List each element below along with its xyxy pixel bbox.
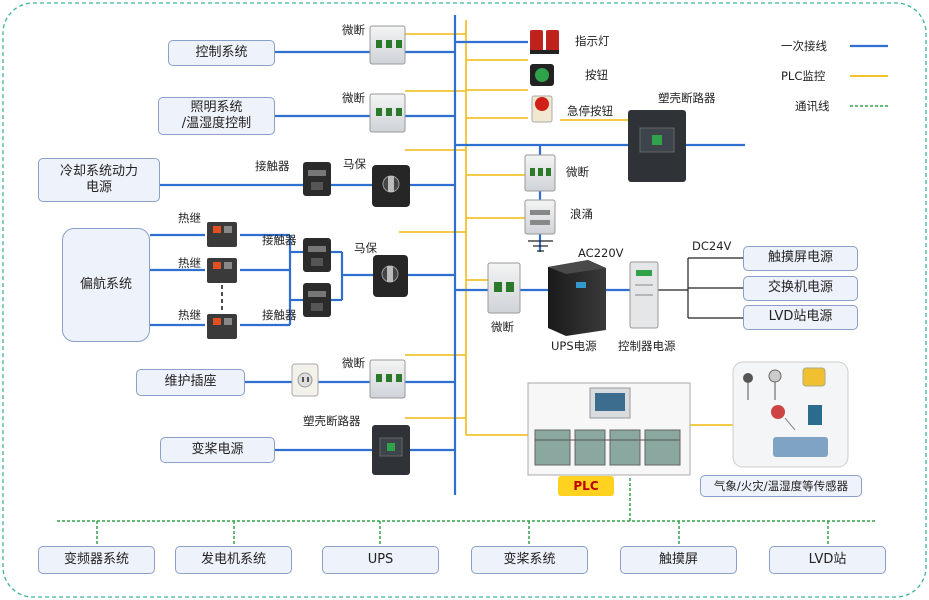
legend-plc: PLC监控 — [781, 69, 826, 83]
mcb-1 — [369, 25, 406, 65]
dc24v-lines — [528, 240, 743, 319]
thermal-relay-2 — [207, 258, 237, 283]
lvd-station-box: LVD站 — [769, 546, 886, 574]
dc24v-label: DC24V — [692, 239, 732, 253]
touchscreen-box: 触摸屏 — [620, 546, 737, 574]
thermal-3-label: 热继 — [178, 308, 201, 322]
inverter-system-box: 变频器系统 — [38, 546, 155, 574]
service-socket-box: 维护插座 — [136, 369, 245, 396]
control-system-box: 控制系统 — [168, 40, 275, 66]
comm-lines — [57, 478, 875, 546]
socket-icon — [291, 363, 319, 397]
legend-primary: 一次接线 — [781, 39, 827, 53]
emergency-stop-icon — [531, 95, 553, 123]
push-button-label: 按钮 — [585, 68, 608, 82]
mcb-4-label: 微断 — [342, 356, 365, 370]
thermal-relay-1 — [207, 222, 237, 247]
ups-unit — [548, 260, 606, 336]
push-button-icon — [530, 64, 554, 86]
lighting-system-box: 照明系统 /温湿度控制 — [158, 97, 275, 135]
pitch-system-box: 变桨系统 — [471, 546, 588, 574]
touchscreen-power-box: 触摸屏电源 — [743, 246, 858, 271]
ac220v-label: AC220V — [578, 246, 624, 260]
transformer-power-box: 变桨电源 — [160, 437, 275, 463]
emergency-stop-label: 急停按钮 — [567, 104, 613, 118]
motor-protector-1-label: 马保 — [343, 157, 366, 171]
mccb-top-label: 塑壳断路器 — [658, 91, 716, 105]
motor-protector-2 — [373, 255, 408, 297]
controller-power-label: 控制器电源 — [618, 339, 676, 353]
contactor-3 — [303, 283, 331, 317]
contactor-1-label: 接触器 — [255, 159, 290, 173]
cooling-system-box: 冷却系统动力 电源 — [38, 158, 160, 202]
indicator-light-icon — [530, 30, 559, 54]
motor-protector-2-label: 马保 — [354, 241, 377, 255]
ups-power-label: UPS电源 — [551, 339, 597, 353]
legend-comm: 通讯线 — [795, 99, 830, 113]
mcb-ups-label: 微断 — [491, 320, 514, 334]
thermal-relay-3 — [207, 314, 237, 339]
yaw-system-box: 偏航系统 — [62, 228, 150, 342]
thermal-1-label: 热继 — [178, 211, 201, 225]
plc-cabinet — [527, 382, 691, 476]
mccb-bottom-label: 塑壳断路器 — [303, 414, 361, 428]
mccb-top — [628, 110, 686, 182]
mcb-4 — [369, 359, 406, 399]
mcb-ups — [487, 262, 521, 314]
switch-power-box: 交换机电源 — [743, 276, 858, 301]
contactor-2 — [303, 238, 331, 272]
controller-power-supply — [629, 261, 659, 329]
lvd-power-box: LVD站电源 — [743, 305, 858, 330]
mcb-right-label: 微断 — [566, 165, 589, 179]
plc-lines — [399, 20, 733, 436]
thermal-2-label: 热继 — [178, 256, 201, 270]
mcb-2 — [369, 93, 406, 133]
surge-protector-label: 浪涌 — [570, 207, 593, 221]
contactor-3-label: 接触器 — [262, 308, 297, 322]
motor-protector-1 — [372, 165, 410, 207]
ups-box: UPS — [322, 546, 439, 574]
contactor-2-label: 接触器 — [262, 233, 297, 247]
indicator-light-label: 指示灯 — [575, 34, 610, 48]
mcb-1-label: 微断 — [342, 23, 365, 37]
mcb-2-label: 微断 — [342, 91, 365, 105]
generator-system-box: 发电机系统 — [175, 546, 292, 574]
plc-tag: PLC — [558, 476, 614, 496]
contactor-1 — [303, 162, 331, 196]
sensor-group — [732, 361, 849, 468]
sensors-label: 气象/火灾/温湿度等传感器 — [700, 475, 862, 497]
mccb-bottom — [372, 425, 410, 475]
mcb-right — [524, 154, 556, 192]
surge-protector — [524, 199, 556, 235]
